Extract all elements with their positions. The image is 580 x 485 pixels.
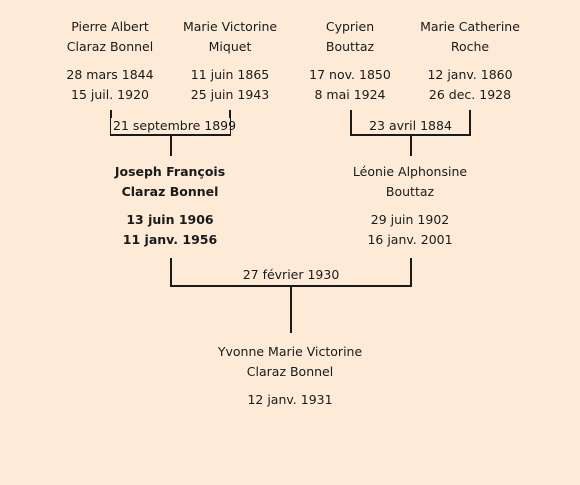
person-cyprien[interactable]: Cyprien Bouttaz 17 nov. 1850 8 mai 1924	[275, 17, 425, 105]
connector-line	[410, 258, 412, 287]
connector-line	[350, 134, 471, 136]
person-death-date: 11 janv. 1956	[122, 232, 218, 247]
person-marie-catherine[interactable]: Marie Catherine Roche 12 janv. 1860 26 d…	[395, 17, 545, 105]
person-name-last: Roche	[450, 39, 490, 54]
person-marie-victorine[interactable]: Marie Victorine Miquet 11 juin 1865 25 j…	[155, 17, 305, 105]
marriage-date-parents: 27 février 1930	[236, 267, 346, 283]
connector-line	[290, 287, 292, 333]
connector-line	[170, 258, 172, 287]
person-yvonne-marie-victorine[interactable]: Yvonne Marie Victorine Claraz Bonnel 12 …	[190, 342, 390, 410]
person-name-first: Marie Victorine	[182, 19, 278, 34]
person-name-last: Claraz Bonnel	[66, 39, 154, 54]
person-birth-date: 12 janv. 1860	[427, 67, 513, 82]
person-death-date: 26 dec. 1928	[428, 87, 512, 102]
connector-line	[229, 110, 231, 136]
connector-line	[350, 110, 352, 136]
person-name-last: Bouttaz	[385, 184, 435, 199]
person-name-last: Miquet	[208, 39, 252, 54]
person-pierre-albert[interactable]: Pierre Albert Claraz Bonnel 28 mars 1844…	[35, 17, 185, 105]
person-birth-date: 29 juin 1902	[370, 212, 450, 227]
connector-line	[410, 136, 412, 156]
person-birth-date: 17 nov. 1850	[309, 67, 391, 82]
connector-line	[170, 136, 172, 156]
person-death-date: 15 juil. 1920	[71, 87, 149, 102]
person-name-first: Joseph François	[114, 164, 226, 179]
person-death-date: 16 janv. 2001	[367, 232, 453, 247]
person-name-last: Claraz Bonnel	[246, 364, 334, 379]
marriage-date-paternal: 21 septembre 1899	[111, 118, 237, 134]
person-death-date: 25 juin 1943	[190, 87, 270, 102]
person-joseph-francois[interactable]: Joseph François Claraz Bonnel 13 juin 19…	[95, 162, 245, 250]
person-name-last: Claraz Bonnel	[121, 184, 219, 199]
person-name-first: Cyprien	[325, 19, 375, 34]
person-birth-date: 12 janv. 1931	[247, 392, 333, 407]
person-birth-date: 11 juin 1865	[190, 67, 270, 82]
person-birth-date: 28 mars 1844	[66, 67, 154, 82]
connector-line	[110, 134, 231, 136]
person-name-last: Bouttaz	[325, 39, 375, 54]
connector-line	[170, 285, 412, 287]
marriage-date-maternal: 23 avril 1884	[356, 118, 465, 134]
person-leonie-alphonsine[interactable]: Léonie Alphonsine Bouttaz 29 juin 1902 1…	[335, 162, 485, 250]
connector-line	[469, 110, 471, 136]
person-birth-date: 13 juin 1906	[126, 212, 214, 227]
person-name-first: Yvonne Marie Victorine	[217, 344, 363, 359]
person-death-date: 8 mai 1924	[314, 87, 386, 102]
person-name-first: Pierre Albert	[71, 19, 149, 34]
person-name-first: Marie Catherine	[420, 19, 520, 34]
person-name-first: Léonie Alphonsine	[352, 164, 468, 179]
